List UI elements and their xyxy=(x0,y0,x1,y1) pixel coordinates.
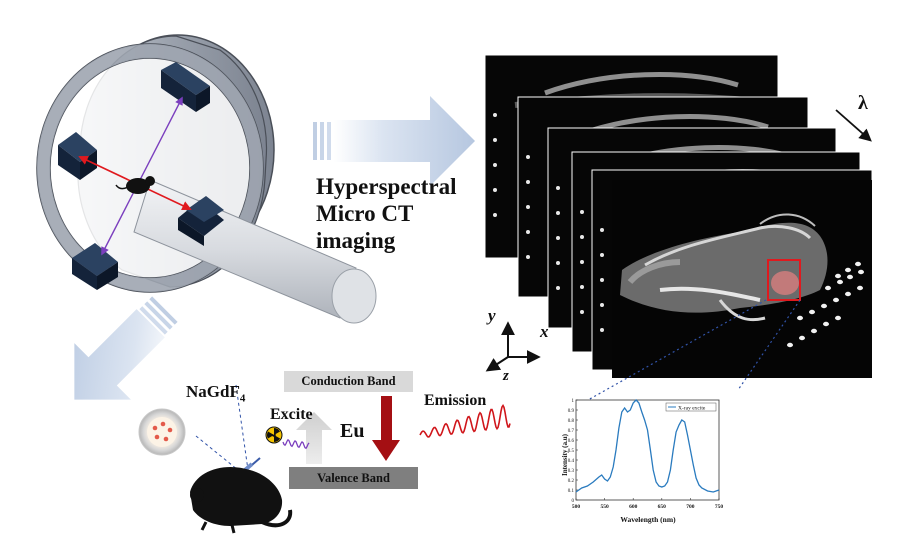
emission-down-arrow xyxy=(372,396,400,461)
imaging-title-line2: Micro CT xyxy=(316,201,414,226)
ct-marker-dot xyxy=(797,315,803,321)
spectrum-legend: X-ray excite xyxy=(665,402,717,412)
ct-image-stack xyxy=(484,54,873,378)
nanoparticle-subscript: 4 xyxy=(239,392,246,405)
y-tick-label: 0.3 xyxy=(568,469,575,474)
roi-box xyxy=(767,259,801,301)
spectrum-chart: 0 0.1 0.2 0.3 0.4 0.5 0.6 0.7 0.8 0.9 1 500 550 600 6… xyxy=(561,399,723,524)
ct-marker-dot xyxy=(847,274,853,280)
np-leader-line-2 xyxy=(235,384,249,471)
spectrum-ylabel: Intensity (a.u) xyxy=(561,433,569,476)
y-tick-label: 0.7 xyxy=(568,429,575,434)
x-tick-label: 600 xyxy=(629,504,638,510)
leader-line-left xyxy=(587,299,767,401)
excite-label: Excite xyxy=(270,406,313,423)
wavelength-arrow xyxy=(835,109,872,142)
y-tick-label: 0.1 xyxy=(568,489,575,494)
bed-tube-end xyxy=(331,268,377,324)
ct-gantry xyxy=(36,34,377,324)
axis-z-arrow xyxy=(485,356,509,372)
ct-marker-dot xyxy=(823,321,829,327)
imaging-title-line3: imaging xyxy=(316,228,396,253)
nanoparticle xyxy=(138,408,186,456)
y-tick-label: 0 xyxy=(572,499,575,504)
y-tick-label: 0.5 xyxy=(568,449,575,454)
wavelength-symbol: λ xyxy=(858,92,868,114)
nanoparticle-label: NaGdF4 xyxy=(186,382,245,404)
emission-label: Emission xyxy=(424,392,487,409)
x-tick-label: 750 xyxy=(715,504,724,510)
ct-marker-dot xyxy=(787,342,793,348)
y-tick-label: 0.9 xyxy=(568,409,575,414)
axis-x-label: x xyxy=(540,322,549,341)
x-tick-label: 650 xyxy=(658,504,667,510)
mouse-silhouette xyxy=(190,466,293,534)
emission-wave xyxy=(419,403,511,438)
imaging-title-line1: Hyperspectral xyxy=(316,174,457,199)
coordinate-axes xyxy=(485,321,541,372)
excite-wave xyxy=(282,438,310,450)
np-leader-line-1 xyxy=(195,435,239,471)
valence-band: Valence Band xyxy=(289,467,418,489)
dopant-label: Eu xyxy=(340,420,365,442)
nanoparticle-name: NaGdF xyxy=(186,382,240,401)
spectrum-plot-area xyxy=(575,399,720,501)
ct-marker-dot xyxy=(821,303,827,309)
x-tick-label: 550 xyxy=(600,504,609,510)
detector-top xyxy=(161,62,210,112)
arrow-to-images xyxy=(313,96,475,186)
y-tick-label: 0.4 xyxy=(568,459,575,464)
ct-marker-dot xyxy=(837,279,843,285)
ct-marker-dot xyxy=(858,269,864,275)
ct-marker-dot xyxy=(845,291,851,297)
ct-marker-dot xyxy=(855,261,861,267)
band-diagram xyxy=(265,396,511,464)
ct-marker-dot xyxy=(845,267,851,273)
y-tick-label: 0.8 xyxy=(568,419,575,424)
excite-up-arrow xyxy=(296,412,332,464)
spectrum-series-x-ray-excite xyxy=(575,399,720,493)
y-tick-label: 0.2 xyxy=(568,479,575,484)
x-tick-label: 500 xyxy=(572,504,581,510)
radiation-icon xyxy=(265,426,283,444)
conduction-band: Conduction Band xyxy=(284,371,413,392)
ct-marker-dot xyxy=(857,285,863,291)
ct-marker-dot xyxy=(825,285,831,291)
ct-marker-dot xyxy=(835,315,841,321)
ct-marker-dot xyxy=(811,328,817,334)
ct-marker-dot xyxy=(799,335,805,341)
ct-marker-dot xyxy=(809,309,815,315)
x-tick-label: 700 xyxy=(686,504,695,510)
y-tick-label: 1 xyxy=(572,399,575,404)
purple-xray-beam xyxy=(101,96,183,256)
axis-z-label: z xyxy=(503,368,509,384)
leader-line-right xyxy=(737,299,801,391)
ct-marker-dot xyxy=(835,273,841,279)
y-tick-label: 0.6 xyxy=(568,439,575,444)
legend-entry: X-ray excite xyxy=(678,406,706,412)
detector-bottom xyxy=(72,243,118,290)
ct-marker-dot xyxy=(833,297,839,303)
ct-front-slice xyxy=(612,180,872,378)
axis-y-label: y xyxy=(488,306,496,325)
mouse-in-gantry xyxy=(115,176,155,194)
arrow-to-gantry xyxy=(74,296,178,400)
spectrum-xlabel: Wavelength (nm) xyxy=(620,515,676,524)
imaging-title: Hyperspectral Micro CT imaging xyxy=(316,173,457,254)
